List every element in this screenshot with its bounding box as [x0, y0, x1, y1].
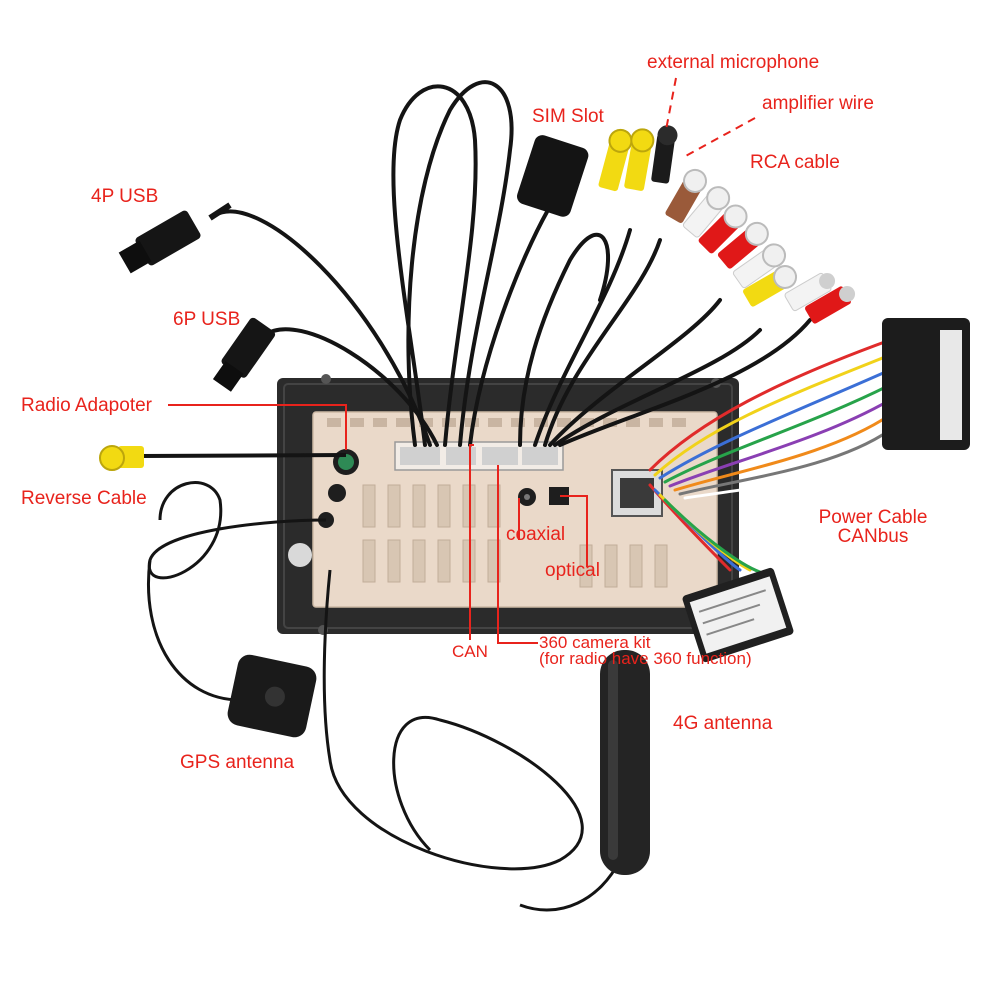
antenna-4g-icon [519, 650, 650, 912]
label-4g-antenna: 4G antenna [673, 713, 773, 734]
harness-connector-icon [882, 318, 970, 450]
gps-puck-icon [227, 654, 317, 738]
usb-plug-icon [212, 317, 276, 392]
label-power-cable: Power Cable [818, 507, 928, 528]
radio-head-unit [277, 374, 739, 635]
label-coaxial: coaxial [506, 524, 566, 545]
label-sim-slot: SIM Slot [532, 106, 604, 127]
label-canbus: CANbus [837, 526, 909, 547]
label-gps-antenna: GPS antenna [180, 752, 295, 773]
label-4p-usb: 4P USB [91, 186, 159, 207]
label-360-camera-kit: 360 camera kit [539, 633, 651, 652]
annotation-lines [168, 77, 756, 644]
label-6p-usb: 6P USB [173, 309, 241, 330]
label-360-camera-kit-note: (for radio have 360 function) [539, 649, 752, 668]
rca-plug-icon [598, 125, 856, 324]
label-rca-cable: RCA cable [750, 152, 840, 173]
cable-bundle [213, 80, 812, 447]
sim-module-icon [517, 135, 589, 217]
label-external-microphone: external microphone [647, 52, 820, 73]
label-amplifier-wire: amplifier wire [762, 93, 874, 114]
label-optical: optical [545, 560, 600, 581]
label-can: CAN [452, 642, 488, 661]
canbus-box-icon [682, 567, 794, 663]
label-radio-adapter: Radio Adapoter [21, 395, 152, 416]
reverse-cable [99, 445, 347, 471]
power-harness [648, 338, 892, 574]
usb-plug-icon [118, 202, 232, 274]
label-reverse-cable: Reverse Cable [21, 488, 147, 509]
gps-cable [147, 481, 584, 871]
